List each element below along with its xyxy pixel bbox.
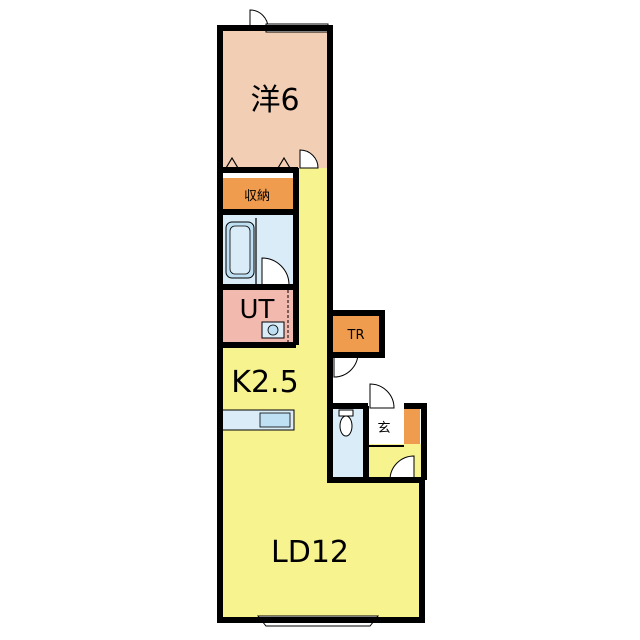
label-utility: UT [240, 295, 275, 325]
label-living: LD12 [271, 535, 349, 570]
bath-door-arc [261, 257, 290, 286]
label-kitchen: K2.5 [231, 365, 298, 400]
room-entrance [366, 408, 404, 444]
room-storage [220, 178, 294, 212]
label-entrance: 玄 [377, 421, 390, 436]
label-trunk-room: TR [347, 328, 365, 343]
label-storage: 収納 [244, 189, 270, 204]
label-bedroom: 洋6 [250, 83, 299, 118]
room-bedroom [220, 28, 330, 168]
bedroom-door-arc [299, 149, 319, 169]
wall-trunk [330, 310, 385, 358]
room-trunk [330, 315, 380, 353]
room-kitchen-living [220, 168, 422, 620]
wall-entrance-top [330, 403, 427, 480]
room-shoe-box [404, 408, 420, 444]
entrance-door-arc [369, 383, 395, 409]
toilet-fixture [339, 415, 353, 437]
